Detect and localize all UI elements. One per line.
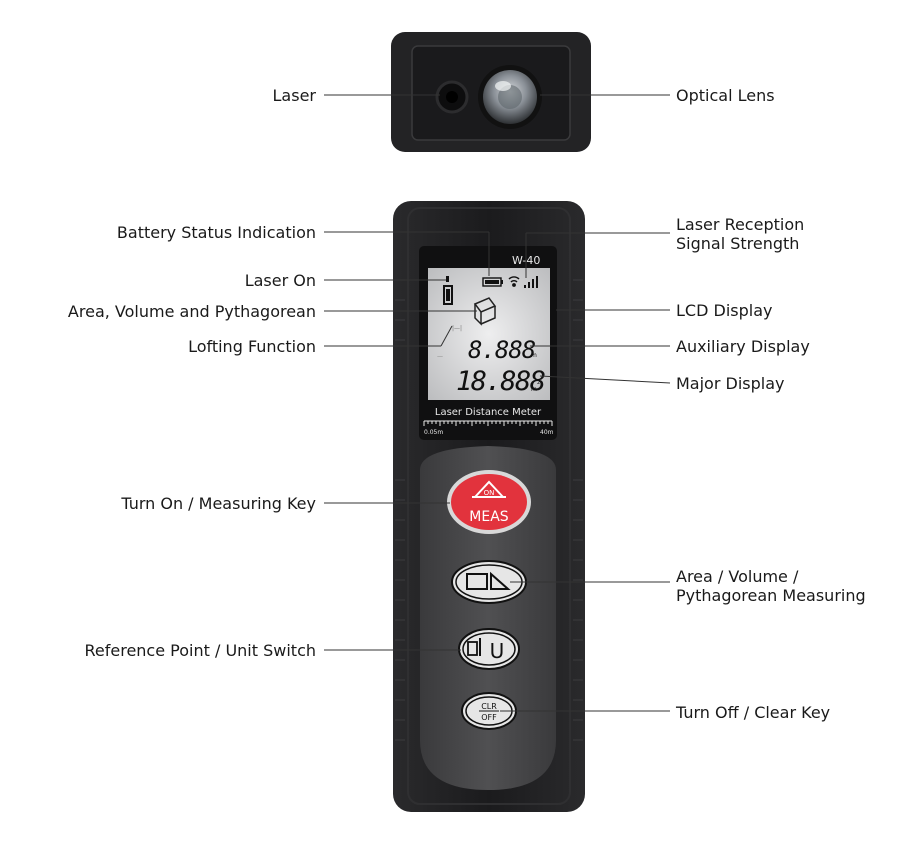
callout-area-volume-pyth: Area, Volume and Pythagorean bbox=[67, 302, 316, 321]
screen-title: Laser Distance Meter bbox=[435, 407, 542, 418]
signal-icon bbox=[508, 276, 520, 287]
major-reading: 18.888 bbox=[456, 366, 545, 397]
callout-signal-line2: Signal Strength bbox=[676, 234, 800, 253]
on-label: ON bbox=[484, 489, 495, 497]
callout-major-display: Major Display bbox=[676, 374, 785, 393]
front-face bbox=[391, 32, 591, 152]
off-label: OFF bbox=[481, 713, 497, 722]
lcd-display: |—| — 8.888 m 18.888 m 2 W-40 Laser Dist… bbox=[419, 246, 557, 440]
callout-area-meas-line2: Pythagorean Measuring bbox=[676, 586, 866, 605]
callout-laser: Laser bbox=[272, 86, 316, 105]
clr-off-button[interactable]: CLR OFF bbox=[461, 692, 517, 730]
meas-label: MEAS bbox=[469, 509, 509, 525]
clr-label: CLR bbox=[481, 702, 497, 711]
callout-area-meas-line1: Area / Volume / bbox=[676, 567, 799, 586]
major-unit: m bbox=[531, 386, 537, 393]
range-min: 0.05m bbox=[424, 429, 443, 436]
unit-label: U bbox=[490, 639, 505, 663]
callout-ref-point: Reference Point / Unit Switch bbox=[84, 641, 317, 660]
battery-icon bbox=[482, 277, 503, 287]
aux-reading: 8.888 bbox=[468, 336, 536, 364]
reference-unit-button[interactable]: U bbox=[458, 628, 520, 670]
callout-battery-status: Battery Status Indication bbox=[116, 223, 316, 242]
callout-area-measuring: Area / Volume / Pythagorean Measuring bbox=[676, 567, 866, 605]
callout-laser-on: Laser On bbox=[244, 271, 316, 290]
aux-unit: m bbox=[531, 352, 537, 359]
button-panel bbox=[420, 446, 556, 790]
range-scale-ticks bbox=[423, 421, 553, 426]
signal-bars-icon bbox=[524, 276, 538, 288]
callout-lcd-display: LCD Display bbox=[676, 301, 773, 320]
callout-aux-display: Auxiliary Display bbox=[676, 337, 810, 356]
callout-signal-line1: Laser Reception bbox=[676, 215, 805, 234]
callout-lofting: Lofting Function bbox=[188, 337, 316, 356]
svg-text:|—|: |—| bbox=[452, 325, 462, 332]
svg-text:—: — bbox=[437, 353, 443, 360]
laser-on-indicator bbox=[443, 276, 453, 305]
callout-turn-on-key: Turn On / Measuring Key bbox=[121, 494, 316, 513]
leader-lines bbox=[324, 94, 671, 712]
meas-button[interactable]: ON MEAS bbox=[447, 470, 531, 534]
range-max: 40m bbox=[540, 429, 554, 436]
callout-optical-lens: Optical Lens bbox=[676, 86, 775, 105]
callout-turn-off-key: Turn Off / Clear Key bbox=[676, 703, 831, 722]
callout-signal-strength: Laser Reception Signal Strength bbox=[676, 215, 804, 253]
major-unit-exp: 2 bbox=[537, 380, 540, 386]
